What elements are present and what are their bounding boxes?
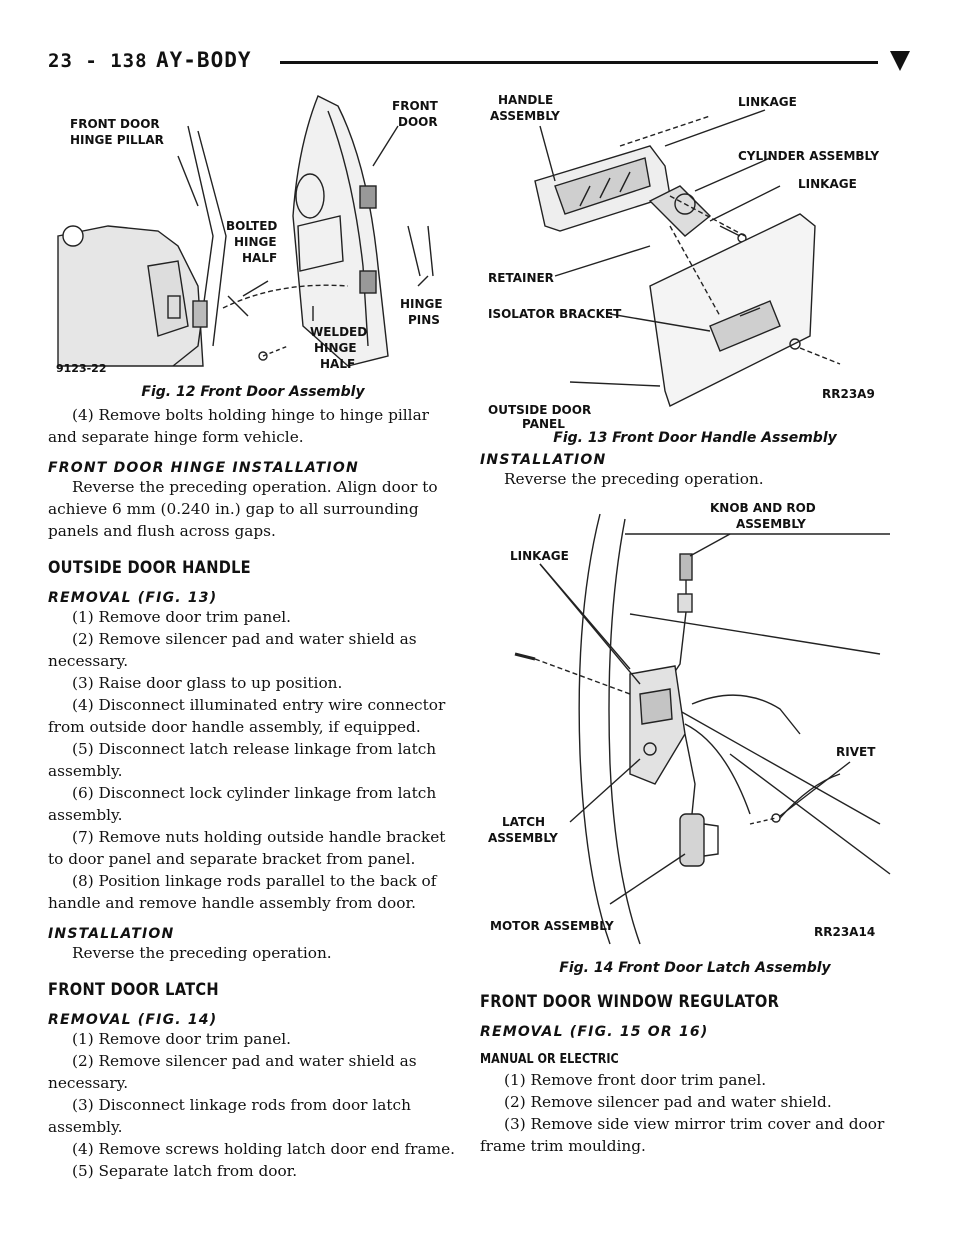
label-hinge-pins: HINGE: [400, 297, 443, 311]
label-bolted-hinge-half-3: HALF: [242, 251, 277, 265]
step-text: (4) Disconnect illuminated entry wire co…: [48, 696, 446, 736]
subsection-heading: REMOVAL (FIG. 13): [48, 590, 218, 606]
label-latch-assembly-2: ASSEMBLY: [488, 831, 558, 845]
step-text: (3) Remove side view mirror trim cover a…: [480, 1115, 885, 1155]
label-handle-assembly: HANDLE: [498, 93, 553, 107]
label-linkage: LINKAGE: [510, 549, 569, 563]
step-text: (6) Disconnect lock cylinder linkage fro…: [48, 784, 437, 824]
label-bolted-hinge-half: BOLTED: [226, 219, 277, 233]
step-text: (3) Disconnect linkage rods from door la…: [48, 1096, 411, 1136]
label-outside-door-panel-2: PANEL: [522, 417, 565, 428]
label-latch-assembly: LATCH: [502, 815, 545, 829]
section-heading: OUTSIDE DOOR HANDLE: [48, 558, 251, 578]
step-text: (4) Remove bolts holding hinge to hinge …: [48, 406, 429, 446]
figure-12: FRONT DOOR HINGE PILLAR FRONT DOOR BOLTE…: [48, 86, 458, 400]
left-column: FRONT DOOR HINGE PILLAR FRONT DOOR BOLTE…: [48, 86, 458, 1182]
step-text: (4) Remove screws holding latch door end…: [72, 1140, 456, 1158]
subsection-heading: REMOVAL (FIG. 15 OR 16): [480, 1024, 709, 1040]
label-linkage-2: LINKAGE: [798, 177, 857, 191]
label-front-door-2: DOOR: [398, 115, 438, 129]
label-knob-and-rod-assembly-2: ASSEMBLY: [736, 517, 806, 531]
figure-code: RR23A9: [822, 387, 875, 401]
step-text: (1) Remove door trim panel.: [72, 608, 292, 626]
label-outside-door-panel: OUTSIDE DOOR: [488, 403, 591, 417]
step-text: (1) Remove front door trim panel.: [504, 1071, 767, 1089]
label-welded-hinge-half-3: HALF: [320, 357, 355, 371]
triangle-icon: [890, 51, 910, 71]
section-heading: FRONT DOOR LATCH: [48, 980, 219, 1000]
figure-caption: Fig. 14 Front Door Latch Assembly: [559, 960, 831, 976]
header-rule: [280, 61, 878, 64]
label-knob-and-rod-assembly: KNOB AND ROD: [710, 501, 816, 515]
figure-code: 9123-22: [56, 362, 107, 375]
front-door-assembly-illustration: FRONT DOOR HINGE PILLAR FRONT DOOR BOLTE…: [56, 95, 443, 375]
section-heading: FRONT DOOR HINGE INSTALLATION: [48, 460, 359, 476]
figure-13: HANDLE ASSEMBLY LINKAGE CYLINDER ASSEMBL…: [480, 86, 910, 446]
front-door-handle-illustration: HANDLE ASSEMBLY LINKAGE CYLINDER ASSEMBL…: [488, 93, 879, 428]
step-text: (5) Disconnect latch release linkage fro…: [48, 740, 437, 780]
label-isolator-bracket: ISOLATOR BRACKET: [488, 307, 622, 321]
label-hinge-pins-2: PINS: [408, 313, 440, 327]
section-heading: FRONT DOOR WINDOW REGULATOR: [480, 992, 780, 1012]
subsection-heading: REMOVAL (FIG. 14): [48, 1012, 218, 1028]
front-door-latch-illustration: KNOB AND ROD ASSEMBLY LINKAGE RIVET LATC…: [488, 501, 891, 945]
label-welded-hinge-half: WELDED: [310, 325, 367, 339]
label-retainer: RETAINER: [488, 271, 554, 285]
paragraph: Reverse the preceding operation. Align d…: [48, 478, 438, 540]
label-front-door-hinge-pillar-2: HINGE PILLAR: [70, 133, 164, 147]
figure-caption: Fig. 12 Front Door Assembly: [141, 384, 365, 400]
figure-code: RR23A14: [814, 925, 875, 939]
label-front-door: FRONT: [392, 99, 439, 113]
step-text: (2) Remove silencer pad and water shield…: [48, 630, 417, 670]
page-header: 23 - 138 AY-BODY: [48, 44, 920, 78]
subsection-heading: INSTALLATION: [480, 452, 607, 468]
paragraph: Reverse the preceding operation.: [504, 470, 764, 488]
label-handle-assembly-2: ASSEMBLY: [490, 109, 560, 123]
label-cylinder-assembly: CYLINDER ASSEMBLY: [738, 149, 879, 163]
section-title: AY-BODY: [156, 48, 252, 72]
step-text: (8) Position linkage rods parallel to th…: [48, 872, 437, 912]
figure-14: KNOB AND ROD ASSEMBLY LINKAGE RIVET LATC…: [480, 494, 910, 976]
label-bolted-hinge-half-2: HINGE: [234, 235, 277, 249]
label-linkage: LINKAGE: [738, 95, 797, 109]
step-text: (7) Remove nuts holding outside handle b…: [48, 828, 446, 868]
label-front-door-hinge-pillar: FRONT DOOR: [70, 117, 160, 131]
step-text: (5) Separate latch from door.: [72, 1162, 298, 1180]
step-text: (2) Remove silencer pad and water shield…: [48, 1052, 417, 1092]
right-column: HANDLE ASSEMBLY LINKAGE CYLINDER ASSEMBL…: [480, 86, 910, 1157]
step-text: (2) Remove silencer pad and water shield…: [504, 1093, 832, 1111]
page-number: 23 - 138: [48, 50, 148, 72]
label-motor-assembly: MOTOR ASSEMBLY: [490, 919, 614, 933]
step-text: (3) Raise door glass to up position.: [72, 674, 343, 692]
label-rivet: RIVET: [836, 745, 876, 759]
subsection-heading: INSTALLATION: [48, 926, 175, 942]
figure-caption: Fig. 13 Front Door Handle Assembly: [553, 430, 837, 446]
step-text: (1) Remove door trim panel.: [72, 1030, 292, 1048]
label-welded-hinge-half-2: HINGE: [314, 341, 357, 355]
paragraph: Reverse the preceding operation.: [72, 944, 332, 962]
sub-heading: MANUAL OR ELECTRIC: [480, 1052, 619, 1067]
